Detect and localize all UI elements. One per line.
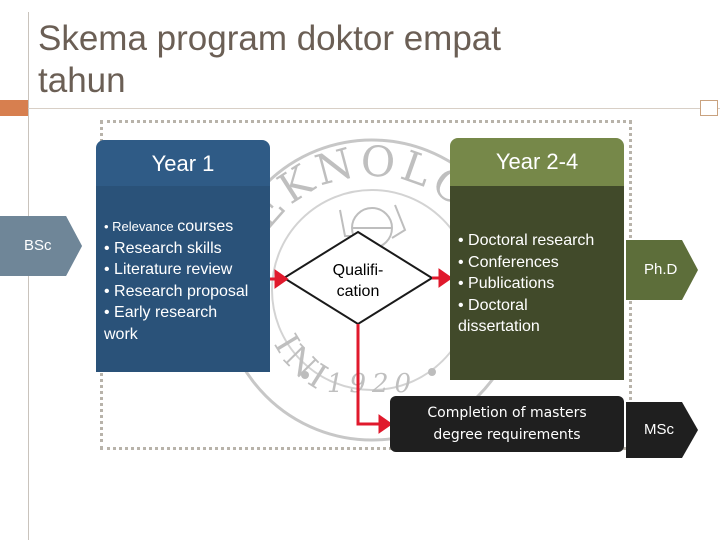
accent-bar: [0, 100, 28, 116]
slide-title: Skema program doktor empat tahun: [38, 19, 501, 100]
seal-year: 1920: [327, 369, 417, 399]
msc-label: MSc: [644, 421, 674, 438]
connector-arrowhead-3: [378, 414, 393, 434]
connector-arrowhead-2: [438, 268, 453, 288]
year2-4-item: • Doctoral dissertation: [458, 296, 540, 336]
year1-header: Year 1: [96, 140, 270, 188]
year2-4-item: • Publications: [458, 275, 555, 292]
qualification-label: Qualifi- cation: [332, 262, 384, 300]
msc-arrow: [626, 402, 698, 458]
year2-4-item: • Doctoral research: [458, 232, 595, 249]
phd-label: Ph.D: [644, 261, 678, 278]
accent-outline-box: [700, 100, 718, 116]
year1-item: • Early research work: [104, 304, 218, 343]
year2-4-header-text: Year 2-4: [495, 149, 579, 174]
year2-4-item: • Conferences: [458, 253, 559, 271]
connector-qualification-to-masters: [356, 324, 380, 426]
seal-dot-right: [428, 368, 436, 376]
bsc-label: BSc: [24, 237, 52, 254]
year1-item: • Research proposal: [104, 282, 249, 300]
seal-dot-left: [301, 371, 309, 379]
year2-4-header: Year 2-4: [450, 138, 624, 186]
connector-arrowhead-1: [274, 269, 289, 289]
year1-item: • Research skills: [104, 239, 222, 257]
slide-title-rule: [28, 108, 720, 109]
year1-header-text: Year 1: [151, 151, 215, 176]
year1-item: • Literature review: [104, 261, 233, 278]
year1-body: • Relevance courses • Research skills • …: [96, 186, 270, 372]
bsc-arrow: [0, 216, 82, 276]
year1-item: • Relevance courses: [104, 218, 234, 235]
phd-arrow: [626, 240, 698, 300]
year2-4-body: • Doctoral research • Conferences • Publ…: [450, 186, 624, 380]
masters-completion-box: Completion of masters degree requirement…: [390, 396, 624, 452]
